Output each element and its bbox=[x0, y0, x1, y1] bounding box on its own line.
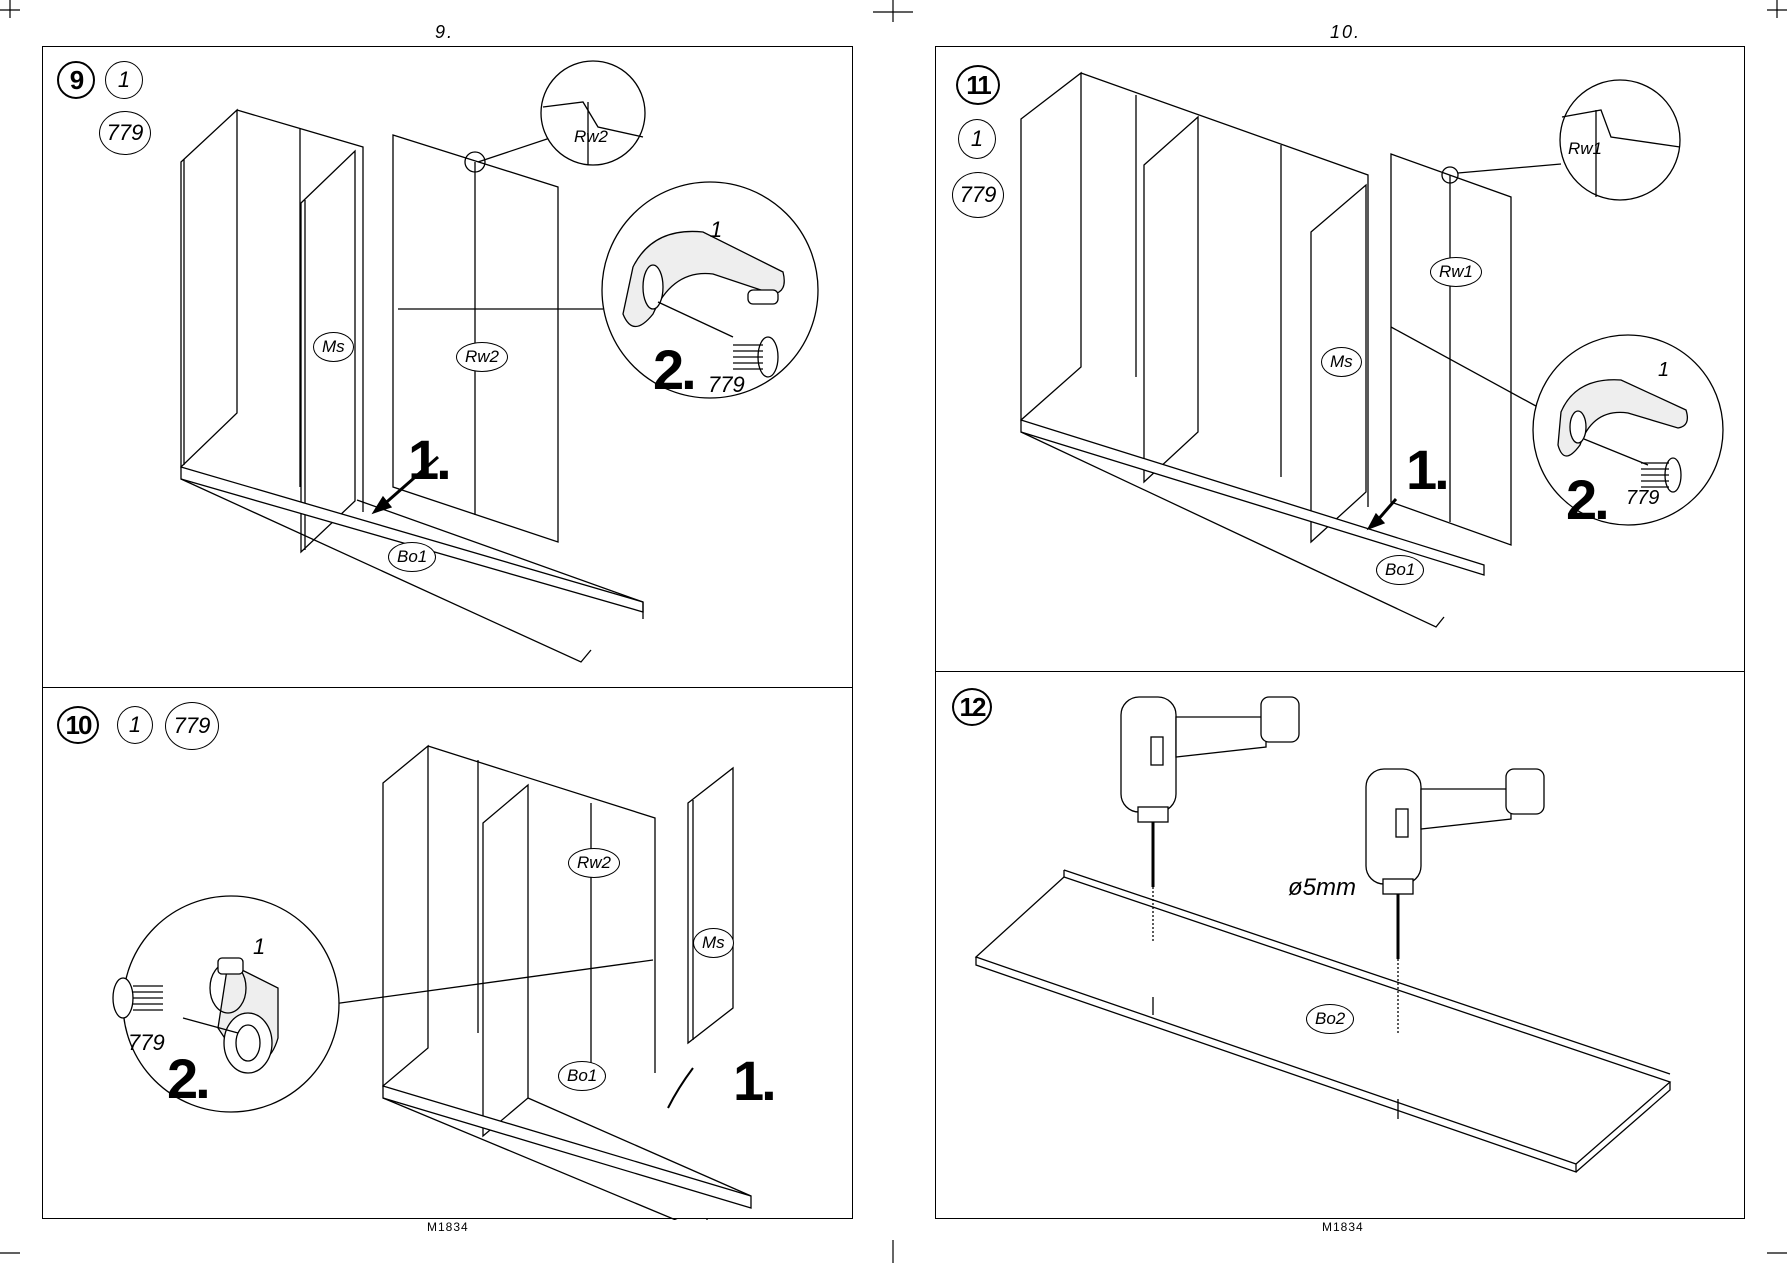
detail-label: Rw2 bbox=[574, 127, 609, 146]
panel-label: Rw2 bbox=[568, 848, 621, 878]
screw-number: 779 bbox=[128, 1030, 165, 1055]
panel-label: Rw1 bbox=[1430, 257, 1483, 287]
step-10-illustration bbox=[112, 744, 752, 1220]
step-12-illustration bbox=[974, 696, 1672, 1173]
step-number-badge: 9 bbox=[57, 61, 95, 99]
panel-label: Rw2 bbox=[456, 342, 509, 372]
screw-number: 779 bbox=[708, 372, 745, 397]
action-1-label: 1. bbox=[408, 428, 452, 491]
side-panel-label: Ms bbox=[693, 928, 734, 958]
quantity-label: 1 bbox=[105, 61, 143, 99]
quantity-label: 1 bbox=[958, 119, 996, 159]
detail-label: Rw1 bbox=[1568, 139, 1603, 158]
board-label: Bo2 bbox=[1306, 1004, 1355, 1034]
bracket-number: 1 bbox=[710, 217, 723, 242]
bracket-number: 1 bbox=[253, 934, 266, 959]
part-number-label: 779 bbox=[952, 172, 1004, 218]
part-number-label: 779 bbox=[99, 111, 151, 155]
bracket-number: 1 bbox=[1658, 359, 1670, 381]
step-10-panel: 10 1 779 Rw2 Ms Bo1 1 779 1. 2. bbox=[42, 687, 853, 1220]
bottom-panel-label: Bo1 bbox=[1376, 555, 1425, 585]
drill-size-label: ø5mm bbox=[1288, 874, 1356, 901]
page-number-left: 9. bbox=[435, 22, 455, 42]
action-2-label: 2. bbox=[653, 338, 697, 401]
step-9-panel: 9 1 779 Rw2 Rw2 Ms Bo1 1 779 1. 2. bbox=[42, 46, 853, 689]
footer-code-left: M1834 bbox=[427, 1220, 469, 1234]
footer-code-right: M1834 bbox=[1322, 1220, 1364, 1234]
bottom-panel-label: Bo1 bbox=[388, 542, 437, 572]
step-9-illustration bbox=[180, 60, 819, 663]
step-number-badge: 11 bbox=[956, 65, 1000, 105]
step-number-badge: 12 bbox=[952, 688, 992, 726]
part-number-label: 779 bbox=[165, 702, 219, 750]
step-12-panel: 12 Bo2 ø5mm bbox=[935, 671, 1745, 1219]
step-11-panel: 11 1 779 Rw1 Rw1 Ms Bo1 1 779 1. 2. bbox=[935, 46, 1745, 673]
page-number-right: 10. bbox=[1330, 22, 1362, 42]
action-1-label: 1. bbox=[1406, 438, 1450, 501]
action-1-label: 1. bbox=[733, 1049, 777, 1112]
action-2-label: 2. bbox=[167, 1047, 211, 1110]
screw-number: 779 bbox=[1626, 487, 1660, 509]
step-number-badge: 10 bbox=[57, 706, 99, 744]
side-panel-label: Ms bbox=[1321, 347, 1362, 377]
side-panel-label: Ms bbox=[313, 332, 354, 362]
bottom-panel-label: Bo1 bbox=[558, 1061, 607, 1091]
quantity-label: 1 bbox=[117, 706, 153, 744]
action-2-label: 2. bbox=[1566, 468, 1610, 531]
